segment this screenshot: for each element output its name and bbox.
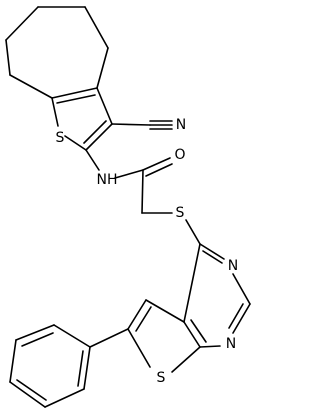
pyrimidine-ring: [183, 243, 251, 348]
molecule-structure-diagram: N S NH O S N N S: [5, 6, 251, 408]
fused-thiophene-ring-top: [51, 87, 113, 151]
fused-thiophene-ring-bottom: [127, 299, 201, 373]
thiophene-sulfur-bottom-label: S: [157, 370, 166, 386]
amide-nh-label: NH: [97, 172, 118, 188]
pyrimidine-nitrogen-top-label: N: [228, 258, 238, 274]
nitrile-group: [111, 120, 173, 130]
cycloheptane-ring: [5, 6, 109, 99]
thiophene-sulfur-top-label: S: [56, 130, 65, 146]
pyrimidine-nitrogen-bottom-label: N: [226, 336, 236, 352]
amide-linker: [85, 149, 201, 245]
carbonyl-oxygen-label: O: [174, 147, 185, 163]
atom-labels: N S NH O S N N S: [56, 117, 239, 386]
nitrile-nitrogen-label: N: [176, 117, 186, 133]
phenyl-ring: [9, 324, 129, 408]
thioether-sulfur-label: S: [176, 205, 185, 221]
